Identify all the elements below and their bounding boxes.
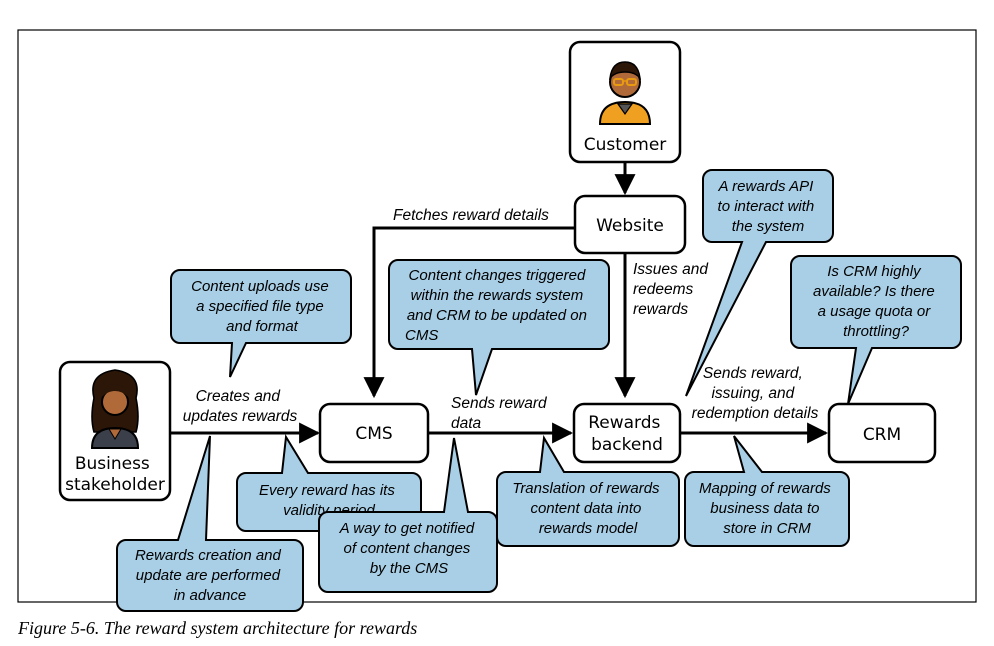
note-line: CMS (405, 327, 438, 344)
edge-label-line: Sends reward, (703, 365, 803, 382)
rewards-backend-label-line: backend (591, 435, 663, 455)
note-mapping-text: Mapping of rewards business data to stor… (699, 480, 835, 537)
note-translation: Translation of rewards content data into… (496, 434, 680, 547)
figure-caption: Figure 5-6. The reward system architectu… (18, 618, 418, 638)
note-line: available? Is there (813, 283, 935, 300)
note-mapping: Mapping of rewards business data to stor… (684, 435, 850, 547)
note-line: Mapping of rewards (699, 480, 831, 497)
note-rewards-api: A rewards API to interact with the syste… (685, 169, 834, 397)
note-content-changes: Content changes triggered within the rew… (388, 259, 610, 396)
note-validity-period: Every reward has its validity period (236, 433, 422, 532)
note-line: of content changes (344, 540, 471, 557)
note-notified: A way to get notified of content changes… (318, 437, 498, 593)
note-line: Content uploads use (191, 278, 329, 295)
edge-label-line: rewards (633, 301, 688, 318)
edge-label-issues: Issues and redeems rewards (633, 261, 712, 318)
node-crm: CRM (827, 402, 937, 464)
crm-label: CRM (863, 425, 901, 445)
node-cms: CMS (318, 402, 430, 464)
edge-label-line: redeems (633, 281, 694, 298)
note-content-changes-text: Content changes triggered within the rew… (405, 267, 591, 344)
diagram-frame (17, 29, 977, 603)
cms-label: CMS (355, 424, 392, 444)
note-line: by the CMS (370, 560, 448, 577)
edge-label-creates: Creates and updates rewards (183, 388, 298, 425)
edge-label-line: Issues and (633, 261, 709, 278)
website-label: Website (596, 216, 664, 236)
note-line: and CRM to be updated on (407, 307, 587, 324)
note-notified-text: A way to get notified of content changes… (339, 520, 479, 577)
stakeholder-label-line: Business (75, 454, 150, 474)
note-line: and format (226, 318, 299, 335)
stakeholder-label-line: stakeholder (65, 475, 165, 495)
note-line: store in CRM (723, 520, 811, 537)
node-rewards-backend: Rewards backend (572, 402, 682, 464)
edge-label-line: Creates and (196, 388, 282, 405)
note-line: the system (732, 218, 805, 235)
rewards-backend-label-line: Rewards (588, 413, 660, 433)
note-line: within the rewards system (411, 287, 584, 304)
arrow-website-to-cms (363, 226, 575, 399)
note-content-uploads: Content uploads use a specified file typ… (170, 269, 352, 378)
customer-person-icon (598, 61, 652, 125)
node-website: Website (573, 194, 687, 255)
edge-label-fetches: Fetches reward details (393, 207, 549, 224)
note-line: content data into (530, 500, 641, 517)
stakeholder-person-icon (90, 369, 140, 449)
note-line: a specified file type (196, 298, 324, 315)
node-business-stakeholder: Business stakeholder (58, 360, 172, 502)
note-crm-availability: Is CRM highly available? Is there a usag… (790, 255, 962, 405)
note-line: Every reward has its (259, 482, 395, 499)
note-line: in advance (174, 587, 247, 604)
edge-label-line: issuing, and (711, 385, 795, 402)
note-line: Rewards creation and (135, 547, 282, 564)
edge-label-sends-details: Sends reward, issuing, and redemption de… (692, 365, 819, 422)
note-line: Is CRM highly (827, 263, 922, 280)
note-line: A way to get notified (339, 520, 475, 537)
note-advance-text: Rewards creation and update are performe… (135, 547, 285, 604)
note-line: business data to (710, 500, 819, 517)
note-line: a usage quota or (818, 303, 932, 320)
stakeholder-label: Business stakeholder (65, 454, 165, 495)
note-crm-availability-text: Is CRM highly available? Is there a usag… (813, 263, 939, 340)
note-line: Translation of rewards (512, 480, 660, 497)
note-line: update are performed (136, 567, 281, 584)
note-line: throttling? (843, 323, 910, 340)
note-validity-period-text: Every reward has its validity period (259, 482, 399, 519)
note-line: to interact with (718, 198, 815, 215)
rewards-backend-label: Rewards backend (588, 413, 666, 455)
note-translation-text: Translation of rewards content data into… (512, 480, 663, 537)
note-rewards-api-text: A rewards API to interact with the syste… (718, 178, 819, 235)
edge-label-sends-data: Sends reward data (451, 395, 551, 432)
customer-label: Customer (584, 135, 667, 155)
note-content-uploads-text: Content uploads use a specified file typ… (191, 278, 333, 335)
note-line: A rewards API (718, 178, 814, 195)
edge-label-line: data (451, 415, 482, 432)
node-customer: Customer (568, 40, 682, 164)
note-line: rewards model (539, 520, 638, 537)
note-advance: Rewards creation and update are performe… (116, 435, 304, 612)
edge-label-line: updates rewards (183, 408, 298, 425)
edge-label-line: redemption details (692, 405, 819, 422)
edge-label-line: Sends reward (451, 395, 548, 412)
note-line: Content changes triggered (409, 267, 586, 284)
